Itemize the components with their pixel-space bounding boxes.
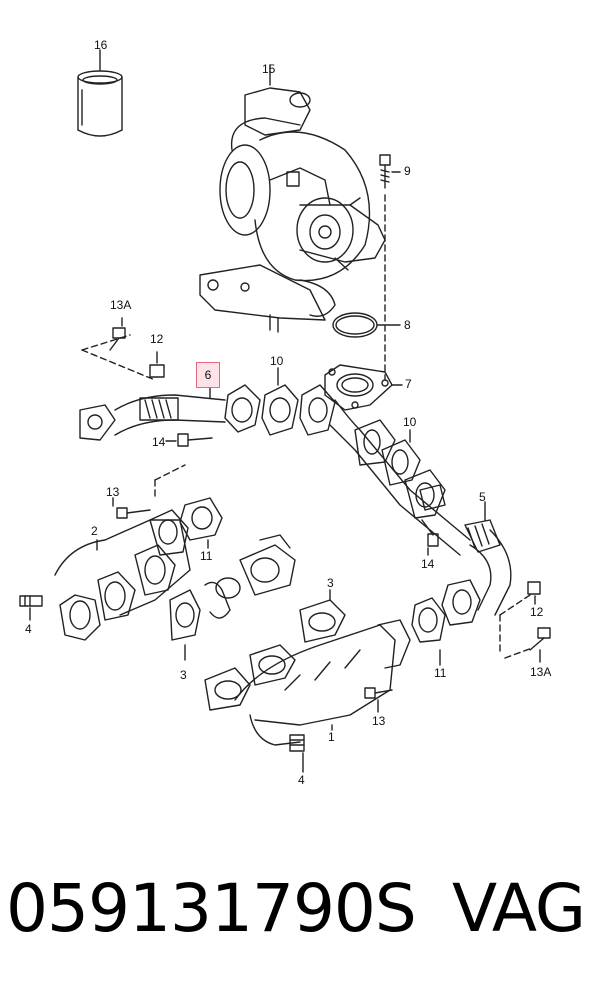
callout-2: 2 xyxy=(91,524,98,538)
bolt-part-9 xyxy=(379,154,391,189)
callout-4-left: 4 xyxy=(25,622,32,636)
gasket-part-11-left xyxy=(179,497,223,541)
gasket-part-10-a xyxy=(224,384,336,436)
exploded-parts-diagram xyxy=(19,49,551,773)
callout-14-left: 14 xyxy=(152,435,166,449)
nut-part-12-right xyxy=(527,581,541,595)
flex-pipe-part-6 xyxy=(79,384,226,441)
callout-5: 5 xyxy=(479,490,486,504)
bolt-part-14-right xyxy=(421,519,439,547)
exhaust-manifold-part-1 xyxy=(234,619,411,746)
callout-9: 9 xyxy=(404,164,411,178)
bolt-part-13a-right xyxy=(529,627,551,651)
callout-6: 6 xyxy=(196,362,220,388)
gasket-part-11-right xyxy=(411,579,481,643)
turbocharger-part-15 xyxy=(199,87,386,333)
callout-14-right: 14 xyxy=(421,557,435,571)
bolt-part-13-bottom xyxy=(364,687,393,699)
callout-4-bottom: 4 xyxy=(298,773,305,787)
stud-part-4-left xyxy=(19,595,43,607)
callout-12-right: 12 xyxy=(530,605,544,619)
callout-3-top: 3 xyxy=(327,576,334,590)
footer: 059131790S VAG xyxy=(0,870,600,970)
callout-11-right: 11 xyxy=(434,666,447,680)
bolt-part-14-left xyxy=(177,433,213,447)
callout-13-bottom: 13 xyxy=(372,714,386,728)
exhaust-manifold-part-2 xyxy=(54,509,191,641)
gasket-set-part-3-right xyxy=(204,599,346,711)
seal-ring-part-8 xyxy=(332,312,378,338)
gasket-set-part-3-left xyxy=(169,534,296,641)
callout-7: 7 xyxy=(405,377,412,391)
callout-10-top: 10 xyxy=(270,354,284,368)
callout-3-left: 3 xyxy=(180,668,187,682)
callout-1: 1 xyxy=(328,730,335,744)
callout-10-mid: 10 xyxy=(403,415,417,429)
callout-13-left: 13 xyxy=(106,485,120,499)
stud-part-4-bottom xyxy=(289,734,305,752)
sleeve-part-16 xyxy=(77,70,123,137)
callout-13a-top: 13A xyxy=(110,298,132,312)
nut-part-12-top xyxy=(149,351,165,378)
bolt-part-13-left xyxy=(116,507,151,519)
callout-12-top: 12 xyxy=(150,332,164,346)
part-number: 059131790S xyxy=(6,870,417,947)
callout-16: 16 xyxy=(94,38,108,52)
callout-11-left: 11 xyxy=(200,549,213,563)
callout-8: 8 xyxy=(404,318,411,332)
exhaust-pipe-right xyxy=(329,399,512,616)
flange-gasket-part-7 xyxy=(324,364,393,411)
callout-15: 15 xyxy=(262,62,276,76)
bolt-part-13a-top xyxy=(109,327,126,351)
brand-name: VAG xyxy=(452,870,586,947)
callout-13a-right: 13A xyxy=(530,665,552,679)
